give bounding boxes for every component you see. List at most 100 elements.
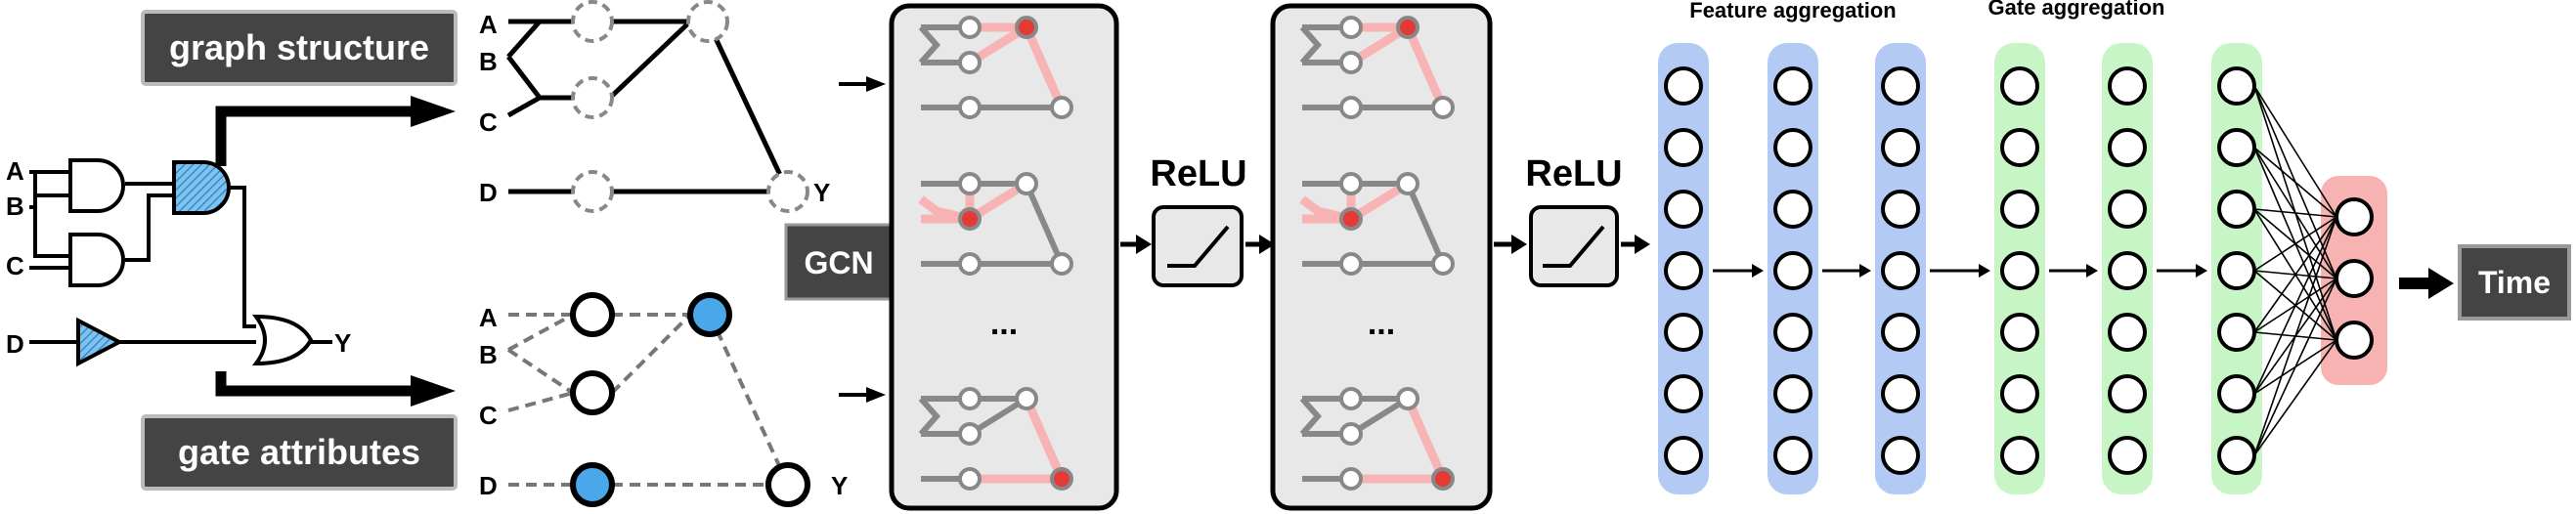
gcn-text: GCN [804,245,873,280]
gs-node-and2 [571,76,614,119]
output-connection [2253,208,2337,218]
ga-node-and2 [570,370,615,415]
ga-label-y: Y [831,471,848,500]
and-gate-1 [68,158,125,213]
neuron [1881,436,1920,475]
neuron [2217,190,2256,229]
logic-circuit: A B C D Y [6,156,351,367]
relu-2-icon [1543,225,1605,268]
gs-label-a: A [479,10,498,39]
neuron [1664,190,1703,229]
neuron [1664,66,1703,106]
neuron [2000,313,2039,352]
circuit-input-d: D [6,329,24,359]
gcn-layer-2: ... [1270,3,1493,511]
output-connection [2253,216,2337,456]
relu-block-1: ReLU [1120,153,1275,287]
neuron [2217,128,2256,167]
gs-node-and1 [571,0,614,43]
neuron [2000,251,2039,290]
arrow-to-time [2428,268,2454,299]
neuron [2000,190,2039,229]
gcn-layer-1: ... [889,3,1119,511]
time-output: Time [2399,244,2571,321]
neuron [2000,128,2039,167]
gate-attributes-graph: A B C D Y [479,292,848,507]
graph-structure-label: graph structure [141,10,458,86]
gs-node-and3 [686,0,729,43]
neuron [1881,313,1920,352]
graph-structure-graph: A B C D Y [479,0,830,213]
gate-aggregation-title: Gate aggregation [1988,0,2165,20]
split-arrows [215,96,456,407]
neuron [2108,313,2147,352]
time-text: Time [2478,265,2551,300]
gcn2-graph-1 [1299,16,1455,119]
neuron [1773,374,1812,413]
neuron [1664,128,1703,167]
arrow-to-gate-attributes [411,375,456,407]
feature-aggregation-title: Feature aggregation [1689,0,1896,22]
neuron [2000,436,2039,475]
neuron [1773,190,1812,229]
gcn2-graph-2 [1299,172,1455,276]
gs-label-d: D [479,178,498,207]
neuron [1881,374,1920,413]
circuit-input-b: B [6,192,24,221]
neuron [2217,436,2256,475]
ga-label-a: A [479,303,498,332]
neuron [2000,66,2039,106]
neuron [2108,374,2147,413]
relu-2-box [1529,205,1619,287]
gs-label-c: C [479,107,498,137]
neuron [1881,190,1920,229]
buffer-gate-highlighted [76,317,124,367]
neuron [2108,436,2147,475]
wire-and3-out [231,186,256,328]
gcn-input-arrows [839,76,886,403]
neuron [1881,251,1920,290]
gs-label-y: Y [813,178,830,207]
neuron [1664,251,1703,290]
ga-label-c: C [479,401,498,430]
ga-node-and1 [570,292,615,337]
gs-node-or [766,170,809,213]
neuron [1664,436,1703,475]
output-connection [2253,85,2337,218]
output-connection [2253,216,2337,333]
gate-attributes-label: gate attributes [141,414,458,491]
circuit-output-y: Y [334,328,351,358]
layer-arrowhead [1979,264,1990,278]
wire-b [29,172,70,258]
neuron [2217,66,2256,106]
gate-attributes-text: gate attributes [178,432,420,472]
relu-1-icon [1167,225,1230,268]
wire-and2-out [125,193,174,262]
neuron [2217,374,2256,413]
neuron [1664,374,1703,413]
gs-label-b: B [479,47,498,76]
and-gate-3-highlighted [172,160,231,215]
ga-node-and3-highlighted [687,292,732,337]
output-connection [2253,216,2337,272]
gcn1-graph-2 [918,172,1073,276]
neuron [1773,313,1812,352]
output-neuron [2335,321,2374,360]
neuron [1773,436,1812,475]
gcn1-ellipsis: ... [990,305,1018,342]
ga-node-or [765,462,810,507]
or-gate [252,314,314,366]
gs-node-buf [571,170,614,213]
output-neuron [2335,259,2374,298]
neuron [1881,128,1920,167]
neuron [1773,251,1812,290]
gcn-label: GCN [784,223,894,301]
gcn1-graph-1 [918,16,1073,119]
mlp-network [1658,43,2387,494]
ga-label-d: D [479,471,498,500]
relu-block-2: ReLU [1494,153,1650,287]
circuit-input-a: A [6,156,24,186]
arrow-to-graph-structure [411,96,456,127]
gcn1-graph-3 [918,387,1073,491]
